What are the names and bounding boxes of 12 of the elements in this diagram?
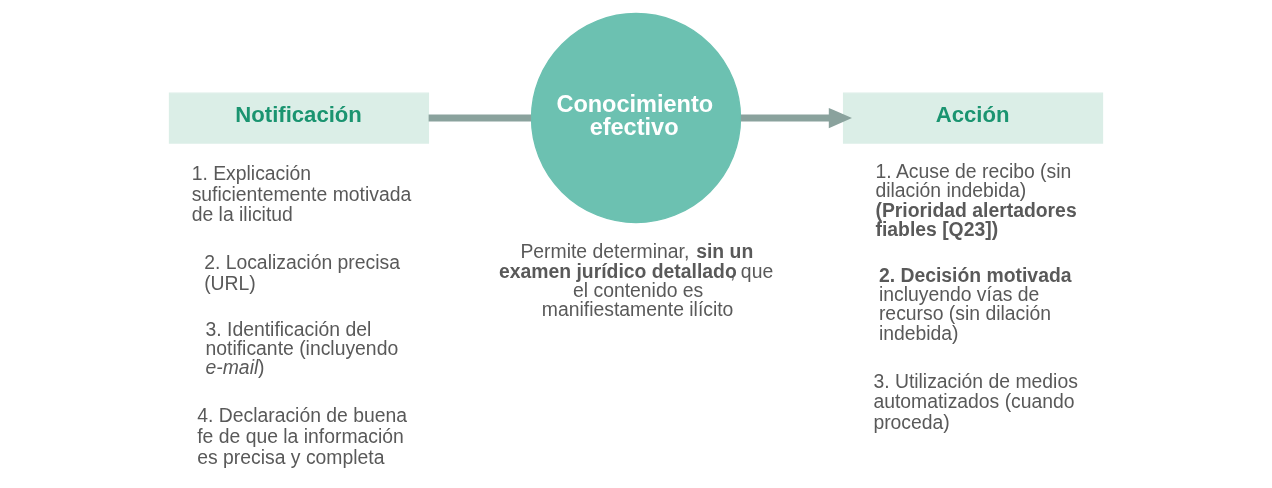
label: 1. Acuse de recibo (sin dilación indebida) (Prioridad alertadores fiables [Q23]) [875,159,1077,240]
arrow [740,107,852,129]
label: 1. Explicación suficientemente motivada de la ilicitud [191,161,412,226]
node-circle: Conocimiento efectivo [530,12,742,224]
label: 2. Localización precisa (URL) [204,251,400,294]
label: 4. Declaración de buena fe de que la información es precisa y completa [197,404,408,468]
node-box: Notificación [168,92,430,144]
connector [428,114,531,122]
node-box: Acción [842,92,1104,144]
label: 2. Decisión motivada incluyendo vías de recurso (sin dilación indebida) [878,263,1072,344]
label: 3. Identificación del notificante (incluyendo e-mail) [205,317,399,379]
label: 3. Utilización de medios automatizados (cuando proceda) [873,369,1078,434]
